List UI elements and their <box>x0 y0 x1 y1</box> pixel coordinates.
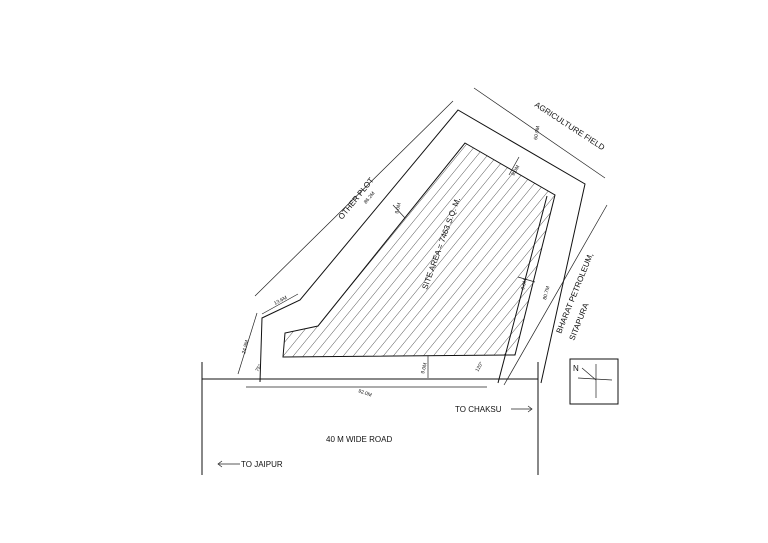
dim-setback-front: 9.0M <box>420 362 429 374</box>
dim-setback-right: 9.0M <box>520 278 529 290</box>
north-indicator <box>569 358 619 405</box>
dim-petroleum: 80.7M <box>542 286 551 301</box>
label-road: 40 M WIDE ROAD <box>326 435 392 444</box>
dim-setback-left: 9.0M <box>394 202 403 214</box>
dim-line-left <box>237 312 258 375</box>
dim-agriculture: 60.9M <box>533 126 541 141</box>
dim-setback-top: 9.0M <box>511 164 522 177</box>
dim-offset: 13.6M <box>273 295 288 307</box>
setback-marker-right <box>517 276 536 283</box>
label-north: N <box>573 364 579 373</box>
site-hatch <box>283 143 555 357</box>
label-to-jaipur: TO JAIPUR <box>241 460 283 469</box>
setback-marker-top <box>508 156 520 176</box>
right-boundary-extension <box>497 195 548 384</box>
label-agriculture-field: AGRICULTURE FIELD <box>533 100 607 152</box>
dim-line-other-plot <box>254 100 454 297</box>
dim-angle-left: 75° <box>255 363 264 373</box>
dim-front: 92.0M <box>357 388 372 398</box>
arrow-to-chaksu <box>511 405 533 413</box>
dim-left: 24.9M <box>241 340 250 355</box>
dim-angle-right: 120° <box>475 361 485 373</box>
plot-boundary <box>259 109 586 384</box>
site-area-boundary <box>282 142 556 358</box>
dim-line-agriculture <box>473 87 606 179</box>
dim-line-petroleum <box>503 204 608 386</box>
arrow-to-jaipur <box>217 460 240 468</box>
label-site-area: SITE AREA = 7463 S.Q. M. <box>420 196 462 290</box>
setback-marker-left <box>392 204 406 219</box>
dim-line-offset <box>261 293 299 315</box>
label-to-chaksu: TO CHAKSU <box>455 405 502 414</box>
